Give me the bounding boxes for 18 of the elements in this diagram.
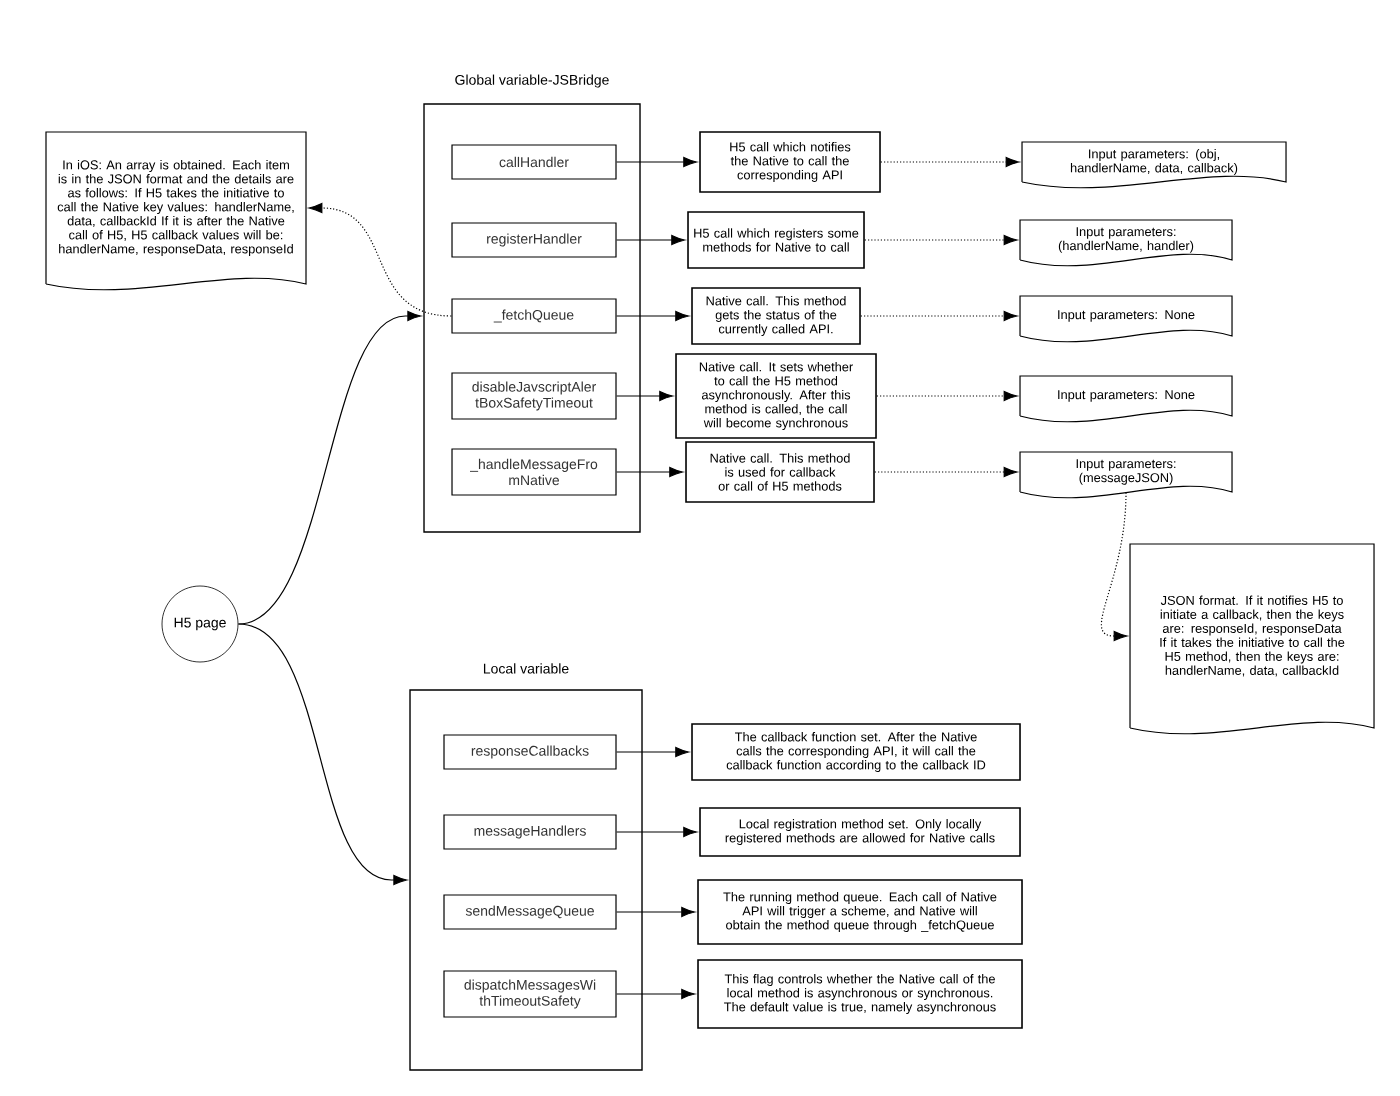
arrow bbox=[616, 234, 686, 246]
curved-arrow bbox=[237, 310, 422, 625]
dotted-arrow bbox=[860, 310, 1018, 322]
arrow bbox=[616, 746, 690, 758]
dotted-arrow bbox=[1100, 491, 1128, 642]
arrow bbox=[616, 466, 684, 478]
arrow bbox=[616, 390, 674, 402]
curved-arrow bbox=[237, 623, 408, 886]
arrow bbox=[616, 310, 690, 322]
arrow bbox=[616, 156, 698, 168]
dotted-arrow bbox=[308, 202, 452, 317]
dotted-arrow bbox=[880, 156, 1020, 168]
arrow bbox=[616, 826, 698, 838]
arrow bbox=[616, 906, 696, 918]
dotted-arrow bbox=[874, 466, 1018, 478]
arrow bbox=[616, 988, 696, 1000]
dotted-arrow bbox=[876, 390, 1018, 402]
dotted-arrow bbox=[864, 234, 1018, 246]
